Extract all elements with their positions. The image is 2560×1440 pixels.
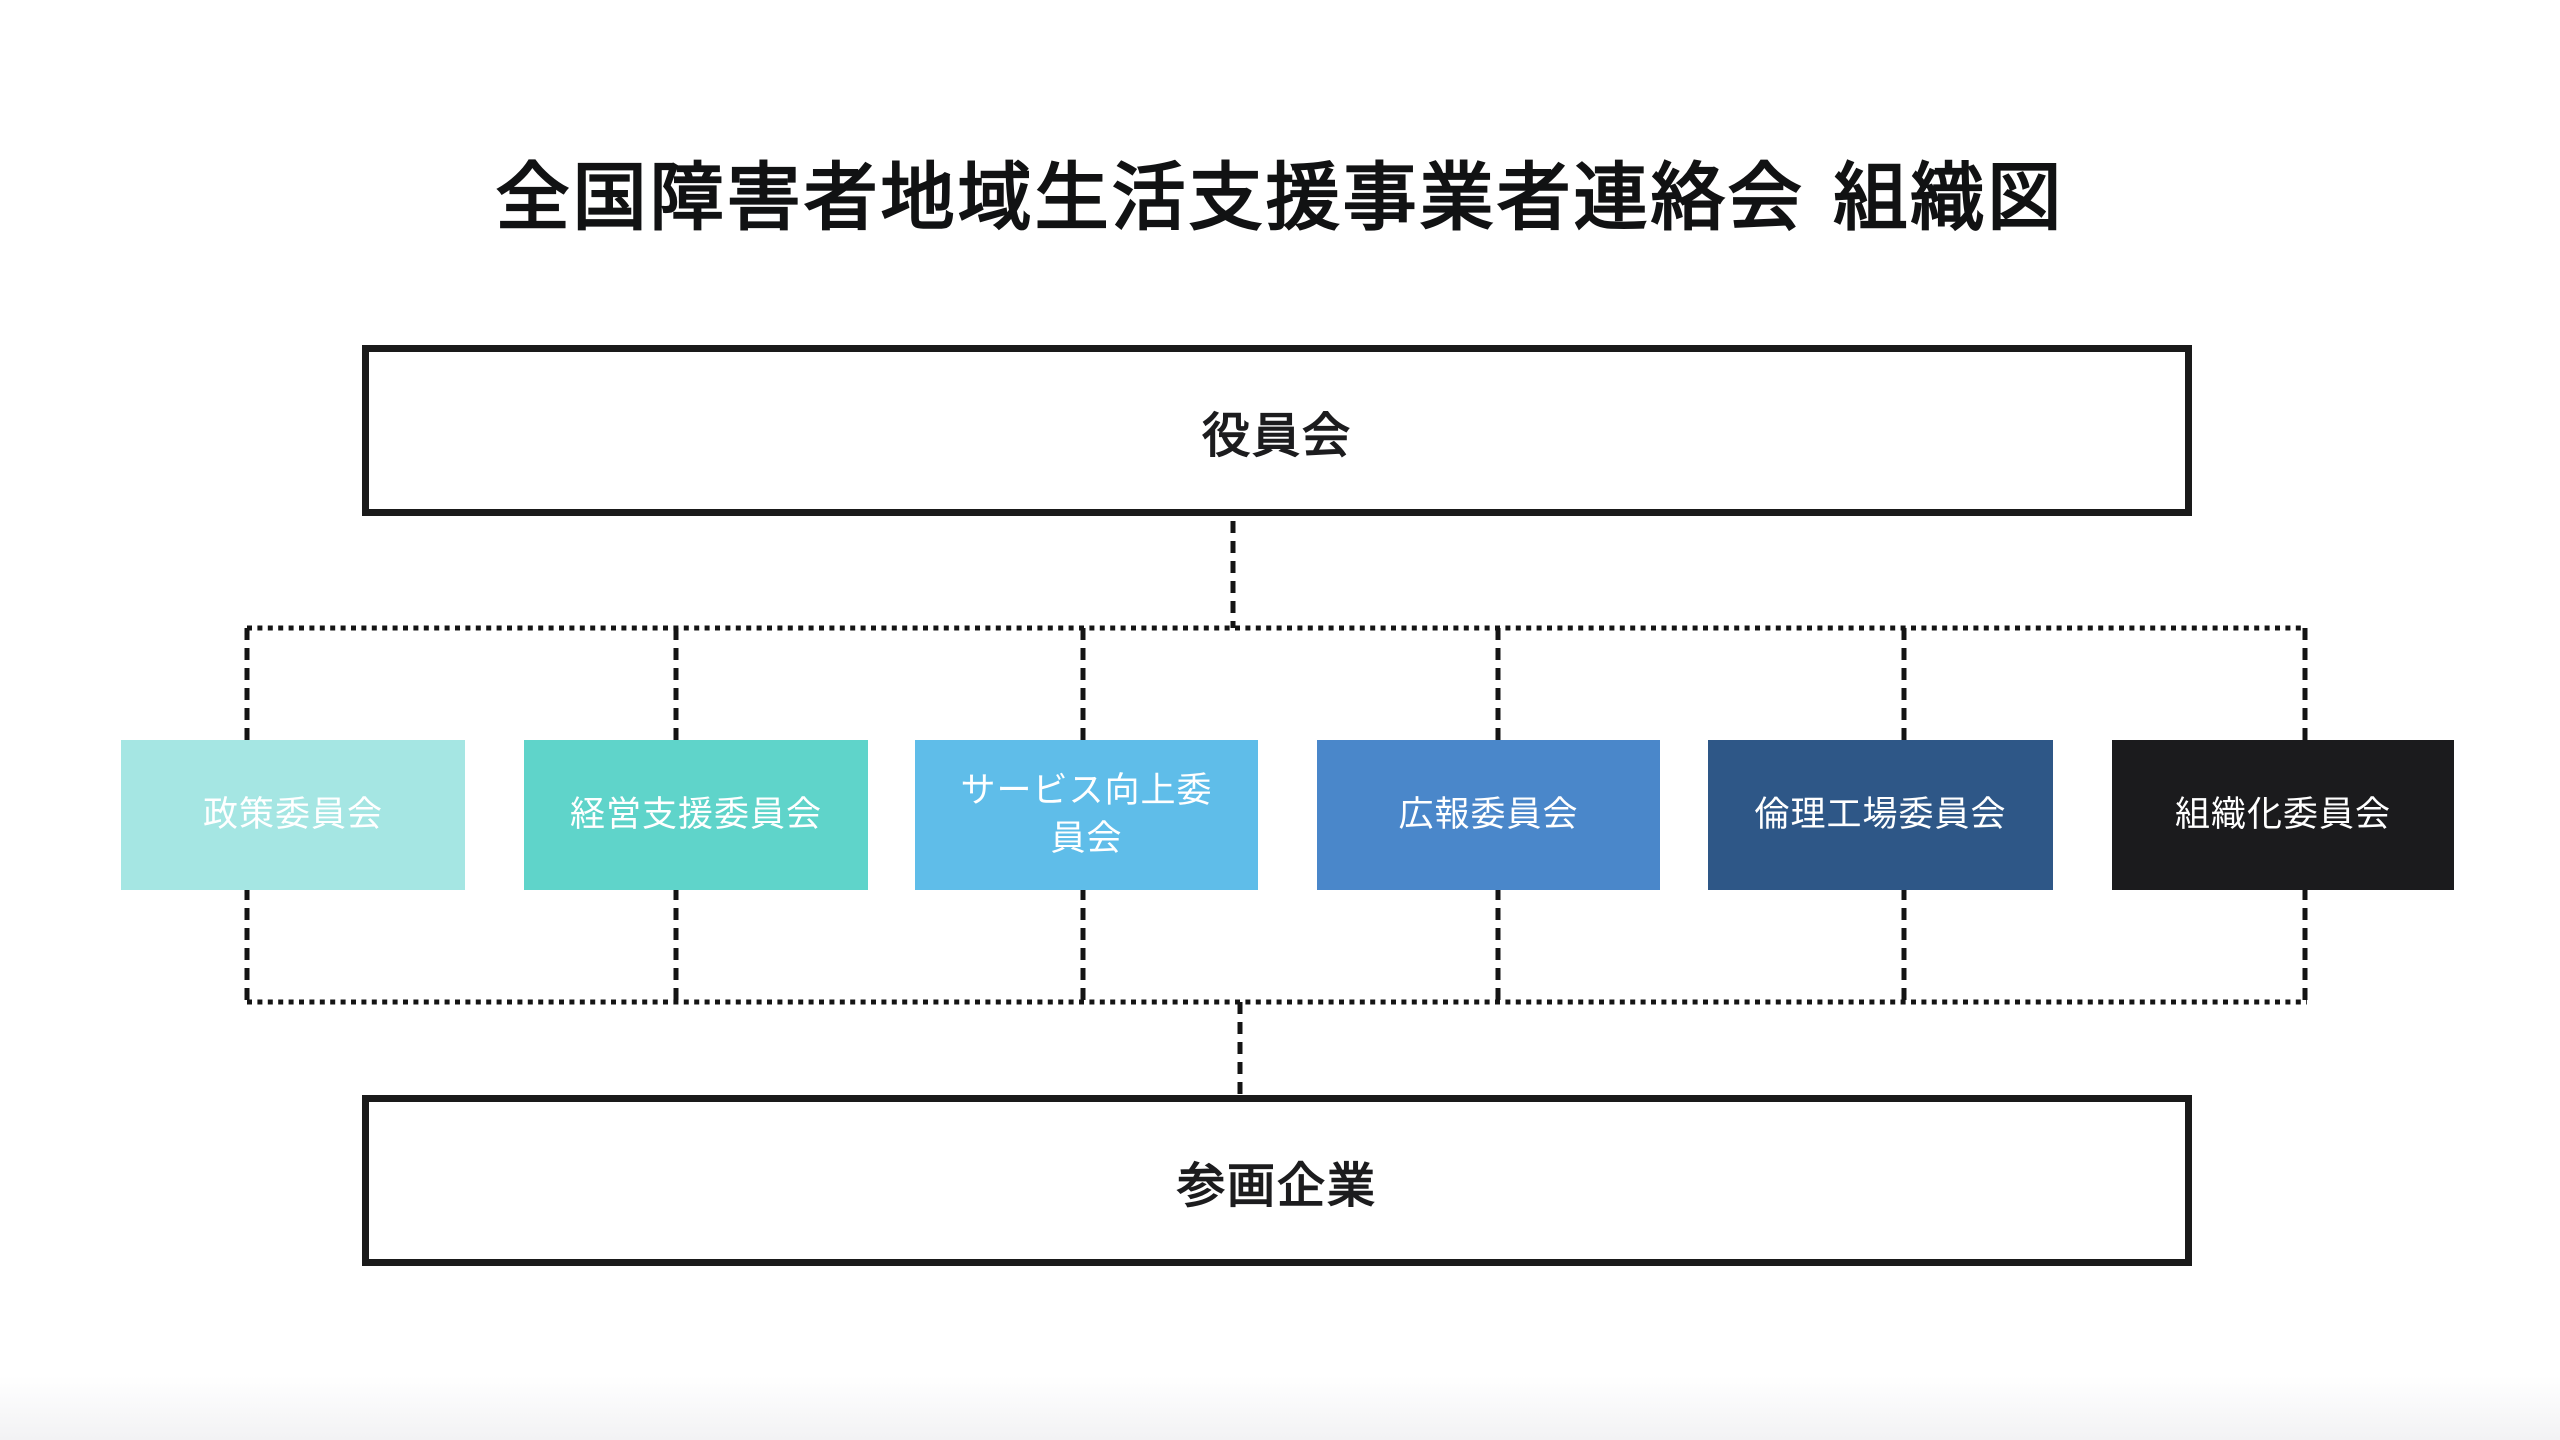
- node-participating-companies: 参画企業: [362, 1095, 2192, 1266]
- node-participating-companies-label: 参画企業: [1176, 1157, 1377, 1214]
- node-board: 役員会: [362, 345, 2192, 516]
- node-committee-management-support: 経営支援委員会: [524, 740, 868, 890]
- node-board-label: 役員会: [1201, 407, 1352, 464]
- page-title: 全国障害者地域生活支援事業者連絡会 組織図: [495, 155, 2065, 241]
- node-committee-ethics: 倫理工場委員会: [1708, 740, 2053, 890]
- committee-label: 組織化委員会: [2174, 794, 2391, 835]
- committee-label: サービス向上委員会: [960, 770, 1213, 859]
- node-committee-policy: 政策委員会: [121, 740, 465, 890]
- committee-label: 経営支援委員会: [569, 794, 822, 835]
- node-committee-organization: 組織化委員会: [2112, 740, 2454, 890]
- node-committee-service-improvement: サービス向上委員会: [915, 740, 1258, 890]
- committee-label: 倫理工場委員会: [1754, 794, 2007, 835]
- committee-label: 政策委員会: [202, 794, 383, 835]
- node-committee-public-relations: 広報委員会: [1317, 740, 1660, 890]
- committee-label: 広報委員会: [1398, 794, 1579, 835]
